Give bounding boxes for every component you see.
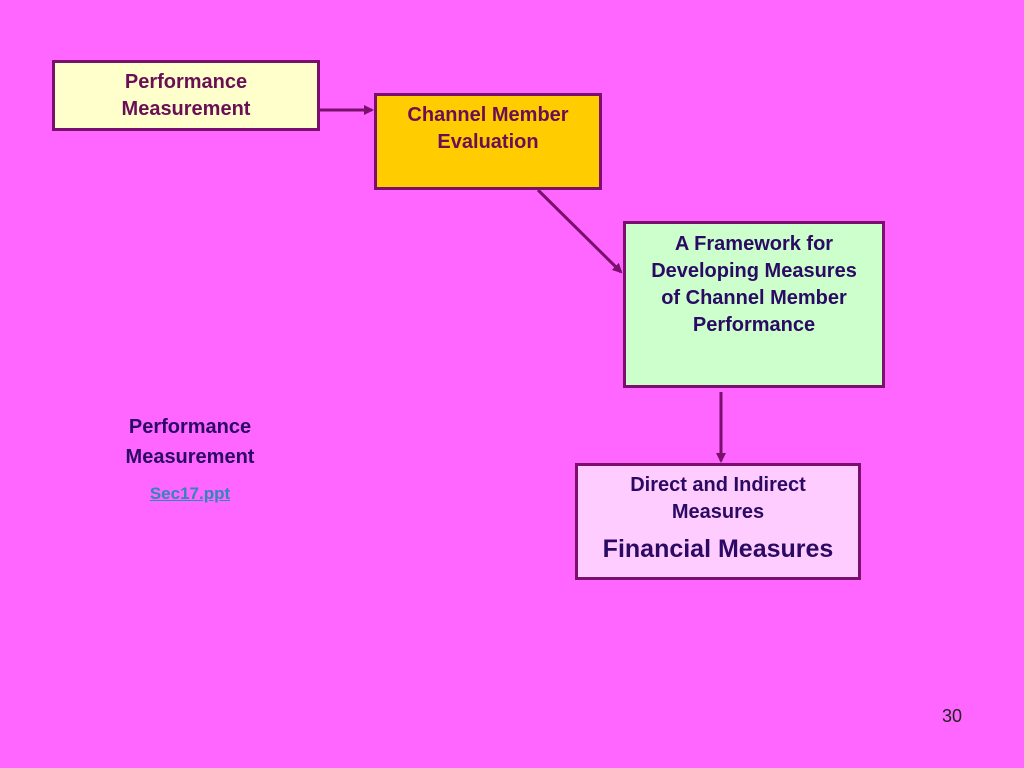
measures-box: Direct and Indirect Measures Financial M…	[575, 463, 861, 580]
framework-box-line1: A Framework for	[674, 233, 834, 255]
performance-box-line1: Performance	[124, 71, 248, 93]
measures-box-line1: Direct and Indirect	[630, 474, 806, 496]
framework-box-line3: of Channel Member	[661, 287, 847, 309]
measures-box-line2: Measures	[671, 501, 765, 523]
side-heading-line1: Performance	[128, 416, 252, 438]
arrow-channel-to-framework	[536, 188, 623, 274]
framework-box: A Framework for Developing Measures of C…	[623, 221, 885, 388]
channel-box-line2: Evaluation	[437, 131, 539, 153]
performance-box-line2: Measurement	[121, 98, 251, 120]
performance-measurement-box: Performance Measurement	[52, 60, 320, 131]
framework-box-line2: Developing Measures	[651, 260, 857, 282]
side-heading-line2: Measurement	[125, 446, 255, 468]
sec17-link[interactable]: Sec17.ppt	[149, 484, 231, 503]
framework-box-line4: Performance	[692, 314, 816, 336]
channel-box-line1: Channel Member	[407, 104, 569, 126]
page-number: 30	[941, 706, 962, 726]
channel-member-evaluation-box: Channel Member Evaluation	[374, 93, 602, 190]
financial-measures-text: Financial Measures	[602, 535, 834, 563]
